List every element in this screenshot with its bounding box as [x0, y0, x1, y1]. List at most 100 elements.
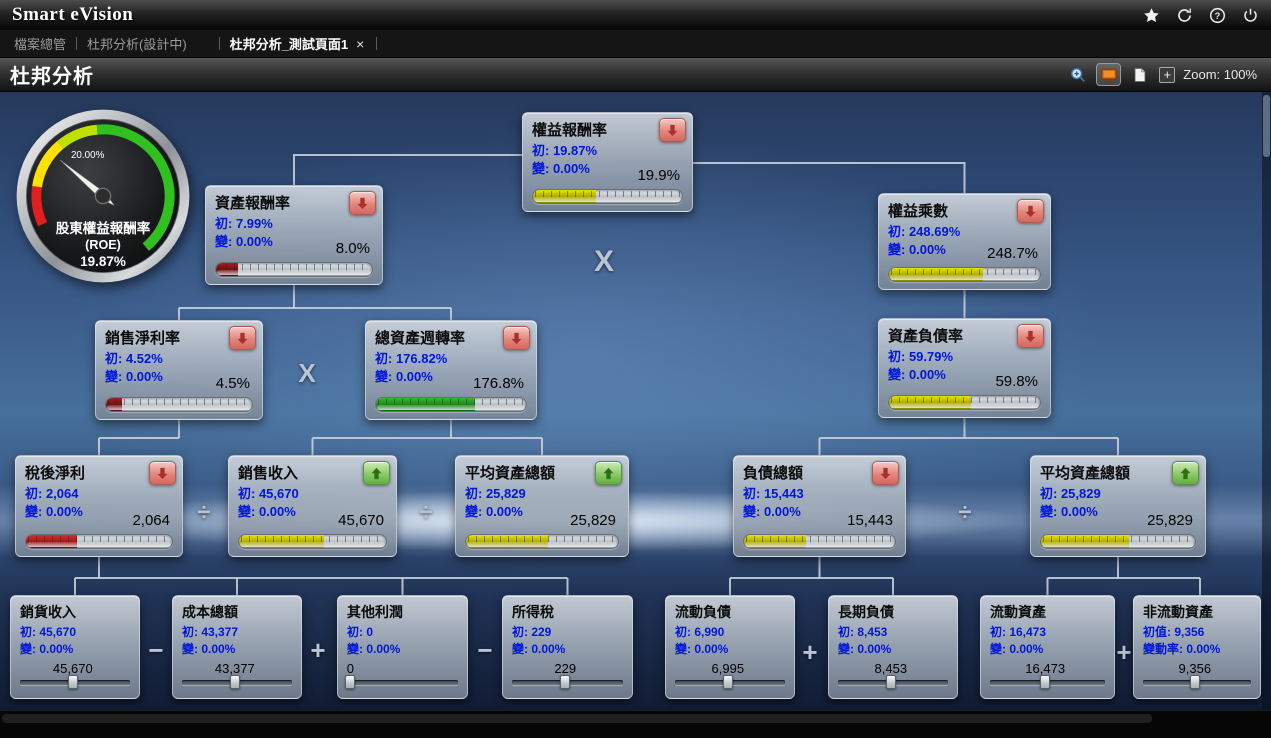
- tab-dupont-designing[interactable]: 杜邦分析(設計中): [87, 37, 187, 52]
- meter-ticks: [108, 399, 250, 405]
- vertical-scrollbar-thumb[interactable]: [1263, 95, 1270, 157]
- node-title: 長期負債: [838, 604, 894, 620]
- zoom-increase-button[interactable]: +: [1159, 66, 1176, 83]
- current-value: 6,995: [711, 661, 745, 676]
- change-value: 變: 0.00%: [20, 642, 74, 656]
- value-meter[interactable]: [375, 397, 527, 412]
- operator-plus-2: +: [802, 637, 818, 667]
- value-meter[interactable]: [25, 534, 173, 549]
- node-title: 權益報酬率: [532, 122, 608, 139]
- favorite-star-icon[interactable]: [1142, 6, 1160, 24]
- current-value: 8,453: [874, 661, 908, 676]
- tab-close-icon[interactable]: ×: [356, 35, 365, 52]
- current-value: 8.0%: [335, 240, 370, 257]
- node-title: 銷貨收入: [20, 604, 76, 620]
- node-equity-multiplier[interactable]: 權益乘數初: 248.69%變: 0.00%248.7%: [878, 193, 1051, 290]
- value-slider[interactable]: 8,453: [838, 661, 948, 689]
- value-meter[interactable]: [888, 395, 1041, 410]
- operator-minus-2: −: [477, 635, 493, 665]
- initial-value: 初: 229: [512, 625, 552, 639]
- value-meter[interactable]: [465, 534, 619, 549]
- current-value: 19.9%: [637, 167, 680, 184]
- slider-thumb[interactable]: [560, 675, 571, 689]
- initial-value: 初: 7.99%: [215, 216, 273, 231]
- value-meter[interactable]: [743, 534, 896, 549]
- value-slider[interactable]: 0: [345, 661, 458, 689]
- current-value: 229: [554, 661, 577, 676]
- header-actions: ?: [1142, 6, 1259, 24]
- slider-thumb[interactable]: [67, 675, 78, 689]
- gauge-red-zone: [31, 186, 48, 227]
- slider-thumb[interactable]: [345, 675, 356, 689]
- initial-value: 初: 0: [347, 625, 374, 639]
- operator-multiply-1: X: [593, 245, 615, 278]
- tab-dupont-test-page[interactable]: 杜邦分析_測試頁面1: [229, 37, 349, 52]
- operator-minus-1: −: [148, 635, 164, 665]
- gauge-hub: [94, 187, 112, 205]
- zoom-level-label: Zoom: 100%: [1183, 67, 1257, 82]
- trend-up-icon: [595, 461, 622, 485]
- node-net-profit-margin[interactable]: 銷售淨利率初: 4.52%變: 0.00%4.5%: [95, 320, 263, 420]
- value-meter[interactable]: [215, 262, 373, 277]
- slider-thumb[interactable]: [885, 675, 896, 689]
- value-slider[interactable]: 43,377: [182, 661, 292, 689]
- meter-ticks: [891, 269, 1038, 275]
- node-asset-turnover[interactable]: 總資產週轉率初: 176.82%變: 0.00%176.8%: [365, 320, 537, 420]
- help-icon[interactable]: ?: [1208, 6, 1226, 24]
- value-slider[interactable]: 229: [512, 661, 623, 689]
- zoom-in-icon[interactable]: [1066, 64, 1089, 85]
- slider-thumb[interactable]: [1189, 675, 1200, 689]
- horizontal-scrollbar[interactable]: [0, 710, 1271, 738]
- refresh-icon[interactable]: [1175, 6, 1193, 24]
- node-title: 總資產週轉率: [375, 330, 466, 347]
- node-return-on-assets[interactable]: 資產報酬率初: 7.99%變: 0.00%8.0%: [205, 185, 383, 285]
- gauge-title: 股東權益報酬率: [56, 220, 151, 236]
- gauge-yellow-zone: [32, 141, 64, 188]
- current-value: 16,473: [1025, 661, 1066, 676]
- meter-ticks: [468, 536, 616, 542]
- node-title: 資產負債率: [888, 328, 964, 345]
- slider-thumb[interactable]: [1040, 675, 1051, 689]
- change-value: 變: 0.00%: [990, 642, 1044, 656]
- value-meter[interactable]: [1040, 534, 1196, 549]
- value-slider[interactable]: 9,356: [1143, 661, 1251, 689]
- vertical-scrollbar[interactable]: [1262, 92, 1271, 710]
- value-meter[interactable]: [888, 267, 1041, 282]
- value-meter[interactable]: [105, 397, 253, 412]
- tab-bar: 檔案總管 杜邦分析(設計中) 杜邦分析_測試頁面1 ×: [0, 30, 1271, 58]
- value-slider[interactable]: 6,995: [675, 661, 785, 689]
- slider-thumb[interactable]: [229, 675, 240, 689]
- value-meter[interactable]: [532, 189, 683, 204]
- gauge-green-zone: [96, 124, 175, 251]
- gauge-yellowgreen-zone: [57, 124, 98, 149]
- node-debt-ratio[interactable]: 資產負債率初: 59.79%變: 0.00%59.8%: [878, 318, 1051, 418]
- trend-down-icon: [349, 191, 376, 215]
- change-value: 變: 0.00%: [675, 642, 729, 656]
- slider-thumb[interactable]: [722, 675, 733, 689]
- value-slider[interactable]: 45,670: [20, 661, 130, 689]
- presentation-view-icon[interactable]: [1096, 63, 1122, 86]
- current-value: 9,356: [1178, 661, 1212, 676]
- meter-ticks: [1043, 536, 1193, 542]
- new-page-icon[interactable]: [1128, 64, 1151, 85]
- power-icon[interactable]: [1241, 6, 1259, 24]
- value-slider[interactable]: 16,473: [990, 661, 1105, 689]
- value-meter[interactable]: [238, 534, 387, 549]
- horizontal-scrollbar-thumb[interactable]: [2, 714, 1152, 723]
- tab-file-explorer[interactable]: 檔案總管: [14, 37, 67, 52]
- roe-gauge[interactable]: 20.00% 股東權益報酬率 (ROE) 19.87%: [13, 106, 193, 286]
- node-roe[interactable]: 權益報酬率初: 19.87%變: 0.00%19.9%: [522, 112, 693, 212]
